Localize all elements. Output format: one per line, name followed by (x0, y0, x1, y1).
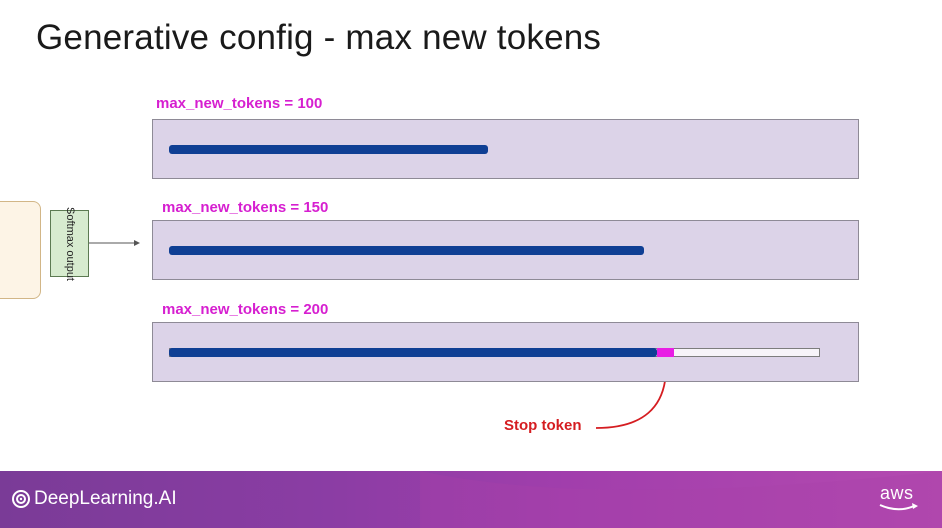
config-label-150: max_new_tokens = 150 (162, 199, 329, 216)
stop-token-label: Stop token (504, 417, 582, 434)
slide-title: Generative config - max new tokens (36, 18, 602, 57)
token-bar-150 (169, 246, 644, 255)
config-panel-200 (152, 322, 859, 382)
config-panel-100 (152, 119, 859, 179)
stop-token-segment (657, 348, 674, 357)
deeplearning-logo-icon (12, 490, 30, 508)
config-label-200: max_new_tokens = 200 (162, 301, 329, 318)
token-bar-100 (169, 145, 488, 154)
aws-smile-icon (879, 503, 918, 511)
aws-logo-text: aws (880, 483, 914, 503)
footer-band: DeepLearning.AI aws (0, 471, 942, 528)
config-label-100: max_new_tokens = 100 (156, 95, 323, 112)
softmax-output-box: Softmax output (50, 207, 89, 281)
deeplearning-brand: DeepLearning.AI (34, 488, 177, 509)
footer-wave (420, 471, 942, 528)
decoder-box (0, 201, 41, 299)
token-bar-200 (169, 348, 657, 357)
config-panel-150 (152, 220, 859, 280)
